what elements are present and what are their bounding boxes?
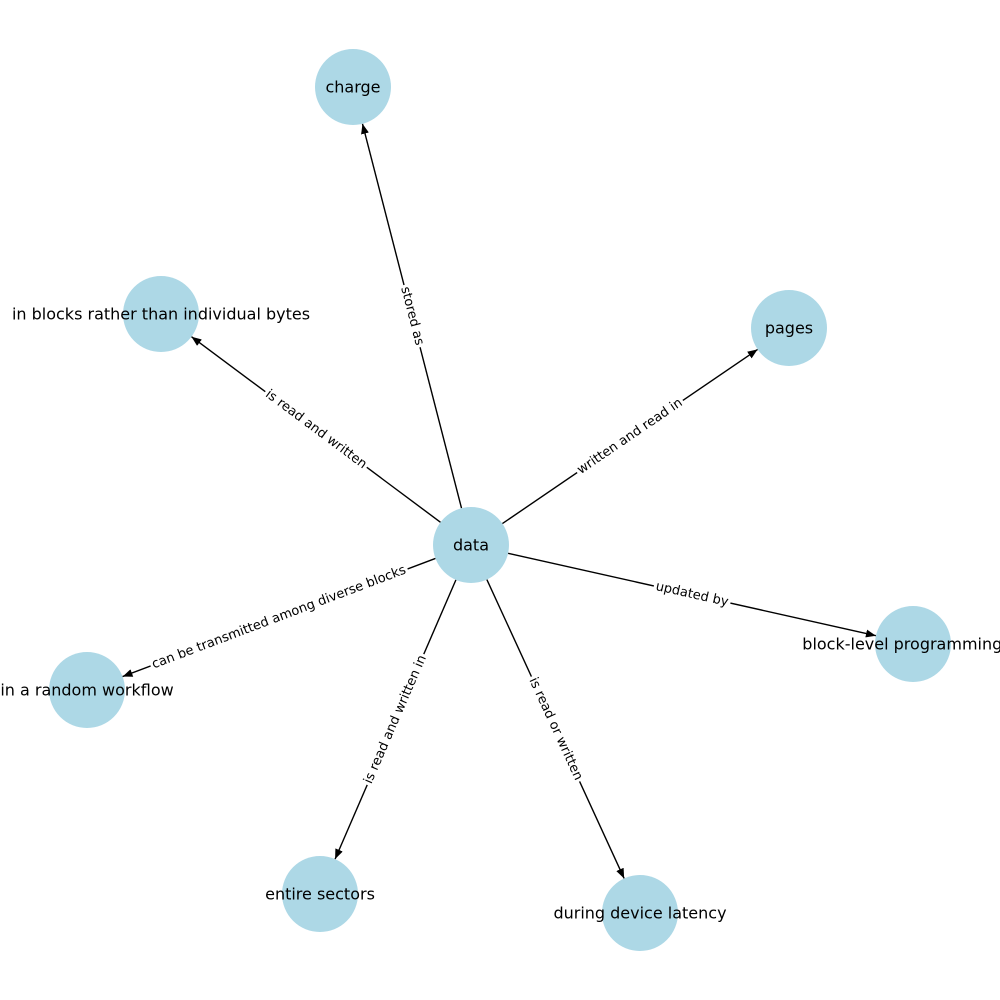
edge-label-background: [395, 282, 429, 350]
edge-label-background: [652, 577, 733, 612]
node-charge[interactable]: [315, 49, 391, 125]
node-pages[interactable]: [751, 290, 827, 366]
node-sectors[interactable]: [282, 856, 358, 932]
node-label-random: in a random workflow: [0, 681, 173, 700]
edge-label-background: [359, 650, 432, 789]
node-label-pages: pages: [765, 319, 813, 338]
node-label-center: data: [453, 536, 489, 555]
node-random[interactable]: [49, 652, 125, 728]
edge-label-text: stored as: [397, 285, 427, 347]
edge-label-block-level: updated by: [652, 577, 733, 612]
edge-label-charge: stored as: [395, 282, 429, 350]
edge-label-background: [260, 384, 372, 475]
edge-label-text: can be transmitted among diverse blocks: [150, 563, 408, 673]
edge-label-background: [523, 673, 588, 785]
node-label-charge: charge: [325, 78, 380, 97]
edge-label-background: [572, 393, 688, 480]
edge-label-latency: is read or written: [523, 673, 588, 785]
edge-label-pages: written and read in: [572, 393, 688, 480]
edges-layer: stored as is read and written written and …: [122, 123, 877, 879]
edge-label-text: written and read in: [575, 395, 686, 477]
node-label-sectors: entire sectors: [265, 885, 375, 904]
edge-label-blocks: is read and written: [260, 384, 372, 475]
nodes-layer: [49, 49, 951, 951]
edge-label-text: is read and written in: [361, 653, 430, 786]
edge-label-text: is read or written: [525, 675, 585, 782]
node-label-block-level: block-level programming or: [802, 635, 1000, 654]
node-label-blocks: in blocks rather than individual bytes: [12, 305, 310, 324]
edge-label-sectors: is read and written in: [359, 650, 432, 789]
node-block-level[interactable]: [875, 606, 951, 682]
node-blocks[interactable]: [123, 276, 199, 352]
edge-label-background: [147, 560, 411, 674]
labels-layer: data charge in blocks rather than individu…: [0, 78, 1000, 923]
edge-label-random: can be transmitted among diverse blocks: [147, 560, 411, 674]
edge-label-text: updated by: [654, 579, 730, 610]
edge-label-text: is read and written: [262, 387, 369, 472]
node-latency[interactable]: [602, 875, 678, 951]
node-center[interactable]: [433, 507, 509, 583]
node-label-latency: during device latency: [553, 904, 726, 923]
